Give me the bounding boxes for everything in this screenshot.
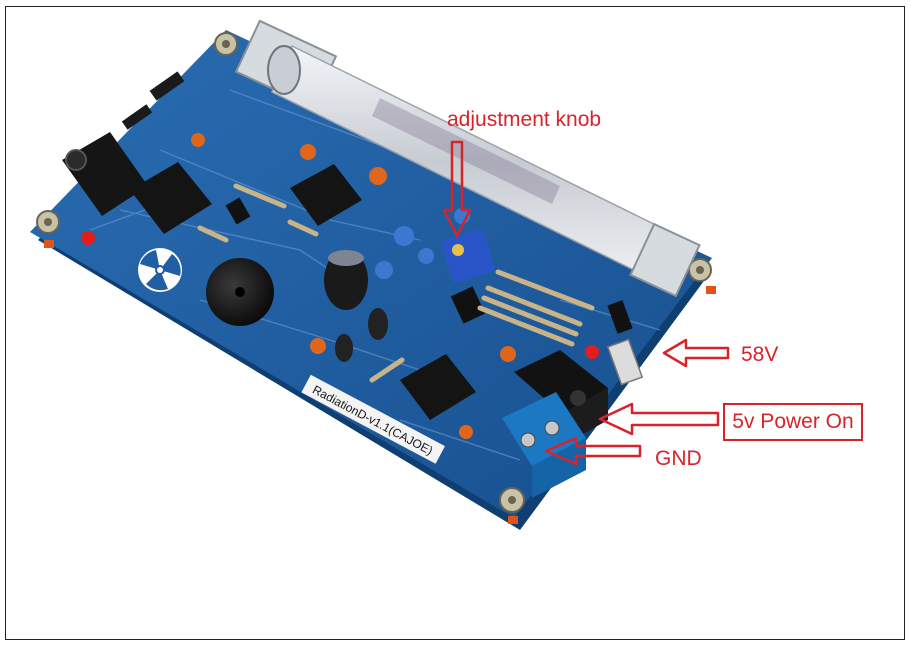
orange-caps bbox=[191, 133, 516, 439]
power-arrow bbox=[598, 402, 720, 436]
adjustment-potentiometer bbox=[441, 229, 495, 283]
geiger-tube bbox=[234, 19, 701, 298]
jumper-header bbox=[607, 300, 633, 334]
gnd-arrow bbox=[544, 436, 642, 466]
gnd-annotation: GND bbox=[655, 447, 702, 470]
v58-arrow bbox=[662, 338, 730, 368]
header-pins bbox=[121, 71, 185, 130]
knob-arrow bbox=[442, 140, 472, 238]
resistor-array bbox=[197, 183, 595, 383]
power-annotation: 5v Power On bbox=[723, 403, 863, 441]
screw-terminal bbox=[502, 392, 586, 498]
leds bbox=[81, 231, 599, 359]
knob-annotation: adjustment knob bbox=[447, 108, 602, 131]
audio-jack bbox=[62, 132, 148, 216]
ceramic-caps bbox=[375, 208, 470, 279]
annotation-arrows bbox=[442, 140, 730, 466]
capacitors bbox=[324, 250, 388, 362]
ic-chips bbox=[130, 162, 486, 420]
radiation-symbol bbox=[138, 248, 182, 292]
v58-annotation: 58V bbox=[741, 343, 779, 366]
toggle-switch bbox=[606, 338, 644, 386]
